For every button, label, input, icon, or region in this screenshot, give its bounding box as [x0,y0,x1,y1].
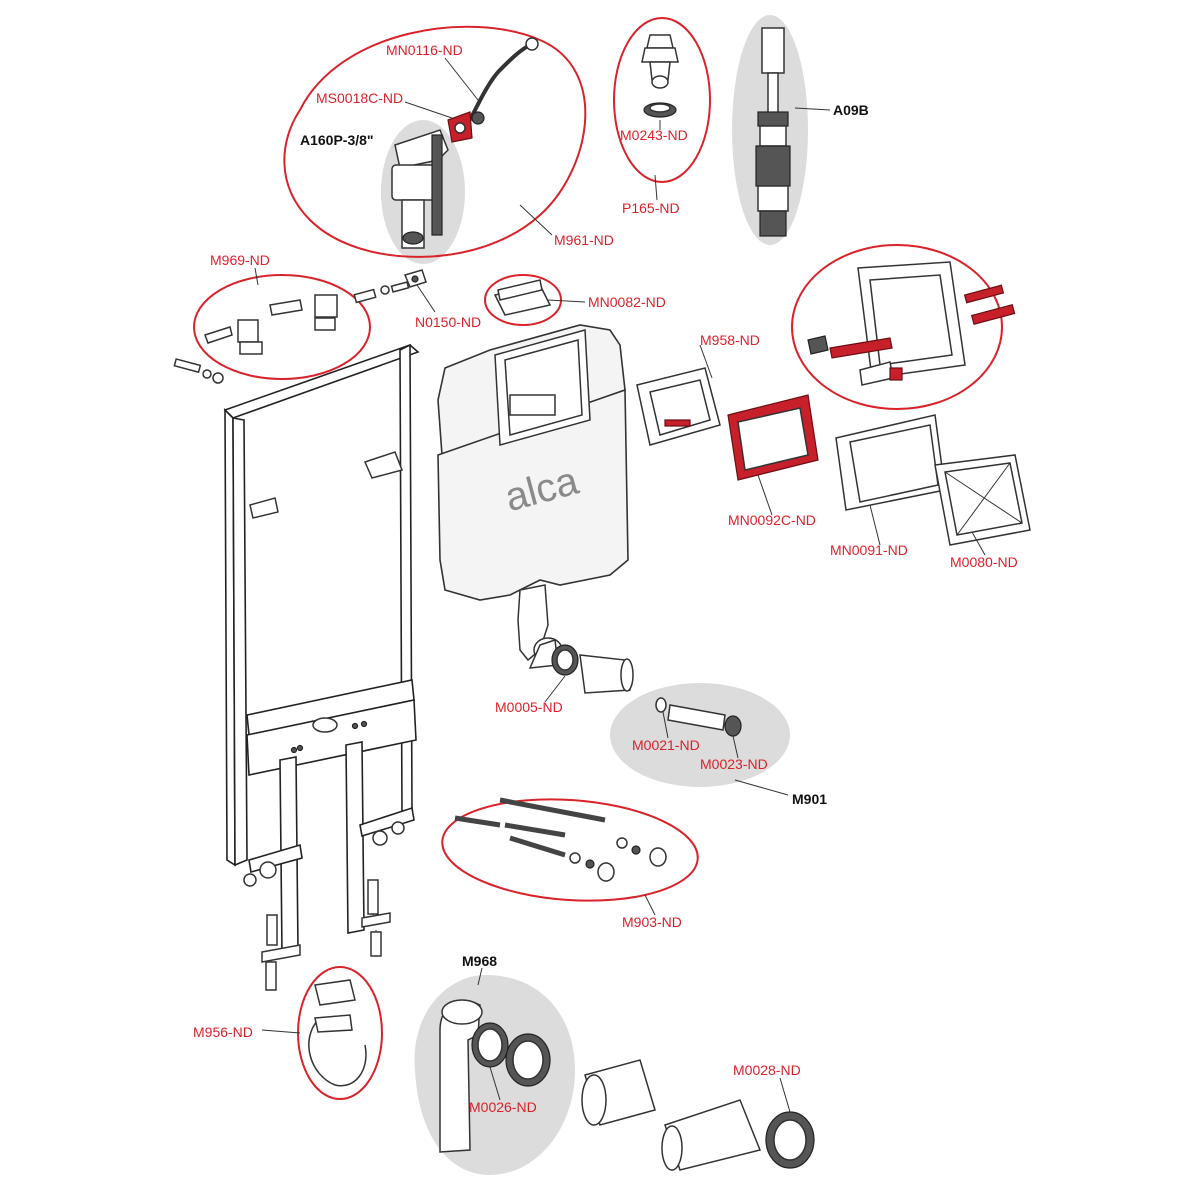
leader-lines [254,57,986,1113]
label-m0080: M0080-ND [950,554,1018,570]
label-m901: M901 [792,791,827,807]
label-ms0018c: MS0018C-ND [316,90,403,106]
label-n0150: N0150-ND [415,314,481,330]
label-mn0091: MN0091-ND [830,542,908,558]
mn0091-box [835,414,946,511]
a160p-fill-valve [391,129,449,249]
label-m0021: M0021-ND [632,737,700,753]
label-m0243: M0243-ND [620,127,688,143]
m0026-gasket [471,1022,509,1068]
m969-bracket-set [204,281,410,355]
label-m956: M956-ND [193,1024,253,1040]
m961-group-ring [283,25,587,258]
mn0116-hose [468,37,539,125]
label-p165: P165-ND [622,200,680,216]
m969-group-ring [193,274,371,380]
m956-clamp [308,979,367,1087]
ms0018c-clip [447,111,473,143]
label-a09b: A09B [833,102,869,118]
label-a160p: A160P-3/8" [300,132,374,148]
m968-highlight [414,975,575,1175]
label-m961: M961-ND [554,232,614,248]
a09b-flush-valve [755,27,791,237]
mn0082-holder [493,279,552,316]
cistern-body [437,324,629,669]
m901-pipe-set [655,697,742,737]
label-mn0092c: MN0092C-ND [728,512,816,528]
label-m0023: M0023-ND [700,756,768,772]
drain-sleeve [579,654,634,694]
mn0092c-frame [727,394,819,481]
label-m0026: M0026-ND [469,1099,537,1115]
m968-gasket-large [505,1033,551,1087]
m958-plate-part [636,367,721,446]
m968-bend [439,999,483,1153]
m958-group-ring [791,244,1003,410]
mn0082-group-ring [484,274,562,326]
label-m903: M903-ND [622,914,682,930]
label-mn0116: MN0116-ND [386,42,463,58]
p165-group-ring [613,17,711,183]
m0080-cover [934,454,1031,546]
label-m968: M968 [462,953,497,969]
m958-mounting-plate [807,261,1016,386]
label-m969: M969-ND [210,252,270,268]
label-m0028: M0028-ND [733,1062,801,1078]
m0005-gasket [551,644,579,676]
label-mn0082: MN0082-ND [588,294,666,310]
mounting-frame [173,343,420,991]
m901-highlight [610,683,790,787]
pipe-sleeve [581,1059,656,1126]
n0150-clip [403,269,427,288]
pipe-extension [661,1099,762,1171]
label-m0005: M0005-ND [495,699,563,715]
m0028-seal [765,1111,815,1169]
m903-group-ring [441,798,699,902]
label-m958: M958-ND [700,332,760,348]
p165-valve [641,34,679,118]
m903-rod-set [454,797,667,882]
